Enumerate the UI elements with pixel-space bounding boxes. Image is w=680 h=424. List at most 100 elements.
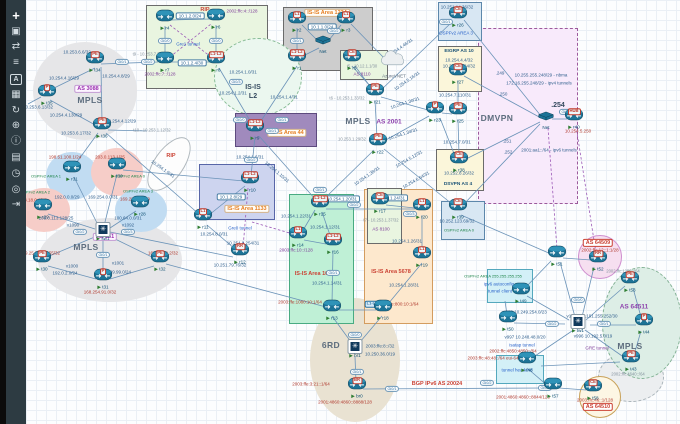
topology-link[interactable] — [47, 213, 96, 230]
topology-link[interactable] — [109, 231, 234, 258]
history-icon[interactable]: ◎ — [6, 182, 26, 198]
topology-link[interactable] — [383, 148, 453, 205]
device-r31[interactable]: ▶ r31 — [63, 160, 82, 183]
topology-link[interactable] — [575, 125, 597, 254]
topology-link[interactable] — [359, 315, 383, 343]
topology-link[interactable] — [383, 115, 430, 142]
topology-link[interactable] — [27, 96, 42, 105]
topology-link[interactable] — [49, 67, 96, 91]
topology-link[interactable] — [109, 210, 137, 229]
topology-link[interactable] — [322, 149, 375, 201]
device-net1[interactable]: Net — [314, 32, 333, 54]
device-r29[interactable]: ▶ r29 — [34, 198, 53, 221]
topology-link[interactable] — [105, 132, 201, 216]
topology-link[interactable] — [558, 387, 587, 391]
device-r18[interactable]: ▶ r18 — [374, 299, 393, 322]
topology-link[interactable] — [107, 129, 148, 132]
topology-link[interactable] — [380, 21, 453, 91]
topology-link[interactable] — [559, 261, 576, 318]
topology-link[interactable] — [208, 185, 246, 216]
topology-link[interactable] — [303, 239, 327, 245]
topology-link[interactable] — [258, 65, 298, 125]
swap-icon[interactable]: ⇄ — [6, 40, 26, 56]
devices-icon[interactable]: ▣ — [6, 24, 26, 40]
topology-link[interactable] — [206, 224, 236, 250]
topology-link[interactable] — [165, 263, 327, 308]
image-icon[interactable]: A — [6, 71, 26, 87]
topology-link[interactable] — [301, 24, 318, 41]
device-r7[interactable]: ▶ r7 — [156, 51, 175, 74]
topology-link[interactable] — [439, 117, 456, 157]
topology-link[interactable] — [331, 249, 334, 305]
topology-link[interactable] — [100, 66, 103, 123]
add-icon[interactable]: + — [6, 8, 26, 24]
device-t57[interactable]: ▶ t57 — [544, 377, 563, 400]
topology-link[interactable] — [49, 99, 98, 127]
topology-link[interactable] — [465, 121, 541, 160]
topology-link[interactable] — [632, 287, 642, 318]
device-r28[interactable]: ▶ r28 — [131, 195, 150, 218]
topology-link[interactable] — [251, 221, 294, 235]
topology-link[interactable] — [374, 99, 378, 139]
device-r4[interactable]: ▶ r4 — [156, 9, 175, 32]
device-br1[interactable]: ✳▶ br1 — [347, 339, 363, 359]
grid-icon[interactable]: ▦ — [6, 87, 26, 103]
zoom-icon[interactable]: ⊕ — [6, 119, 26, 135]
device-sw1[interactable]: ✳▶ sw1 — [95, 222, 111, 242]
refresh-icon[interactable]: ↻ — [6, 103, 26, 119]
topology-link[interactable] — [46, 235, 98, 258]
device-r13[interactable]: ▶ r13 — [323, 299, 342, 322]
topology-link[interactable] — [385, 204, 416, 209]
topology-link[interactable] — [524, 260, 552, 289]
topology-link[interactable] — [47, 265, 97, 280]
topology-link[interactable] — [242, 187, 249, 249]
topology-link[interactable] — [526, 295, 570, 321]
topology-link[interactable] — [463, 19, 542, 117]
topology-link[interactable] — [584, 329, 626, 359]
topology-link[interactable] — [250, 135, 256, 177]
topology-link[interactable] — [103, 173, 118, 227]
info-icon[interactable]: ⓘ — [6, 134, 26, 150]
topology-link[interactable] — [122, 169, 245, 182]
topology-link[interactable] — [460, 214, 552, 255]
topology-link[interactable] — [540, 361, 621, 367]
device-t50[interactable]: ▶ t50 — [499, 310, 518, 333]
topology-link[interactable] — [463, 123, 541, 205]
topology-link[interactable] — [218, 67, 253, 125]
topology-link[interactable] — [387, 262, 423, 305]
topology-link[interactable] — [547, 127, 558, 250]
topology-link[interactable] — [441, 112, 453, 115]
device-r30[interactable]: ▶ r30 — [108, 157, 127, 180]
topology-link[interactable] — [73, 176, 100, 228]
topology-link[interactable] — [585, 285, 626, 321]
align-icon[interactable]: ≡ — [6, 55, 26, 71]
